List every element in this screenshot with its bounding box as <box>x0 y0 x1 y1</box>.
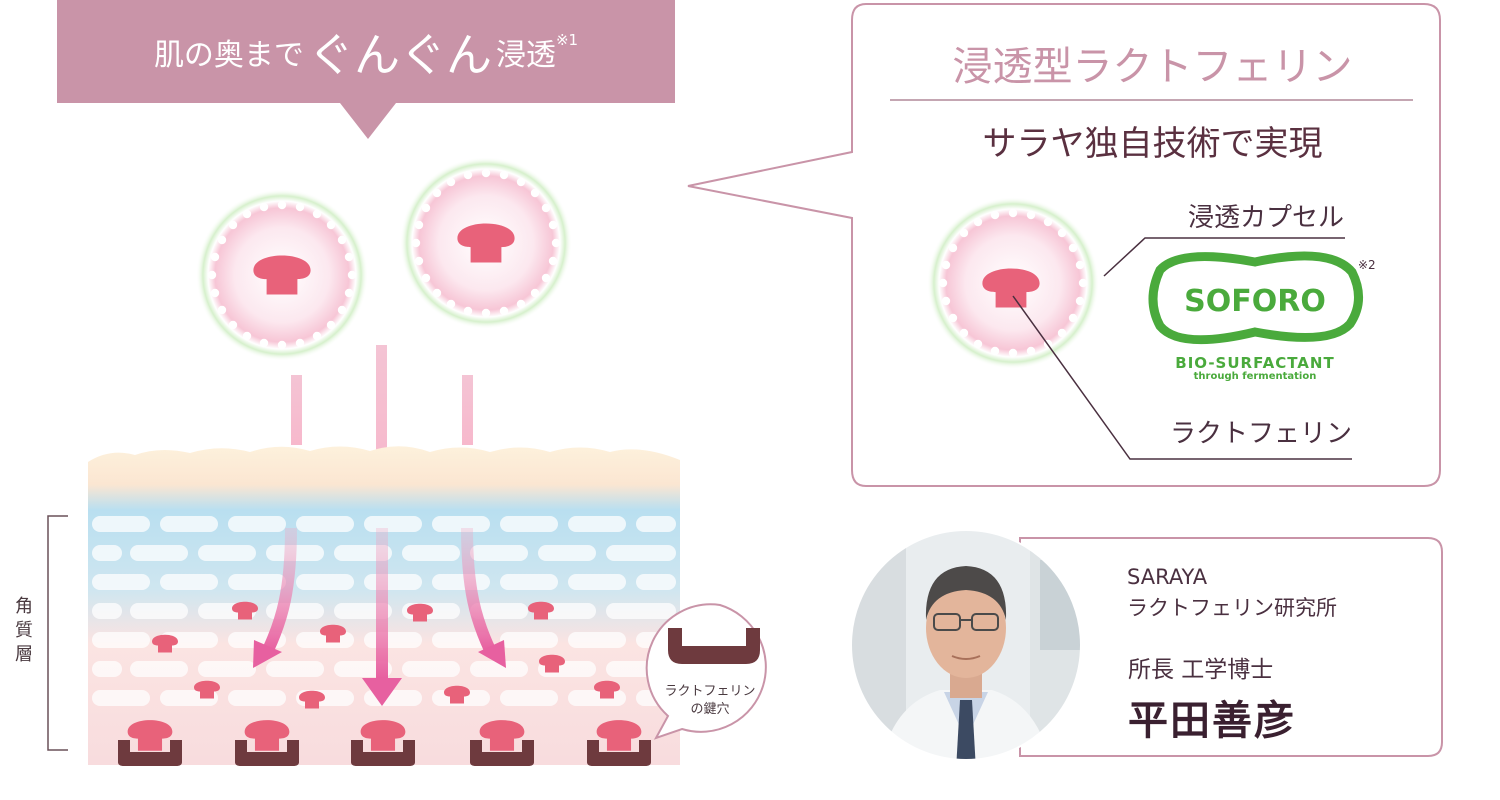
keyhole-callout <box>645 603 767 740</box>
soforo-brand-text: SOFORO <box>1184 284 1326 319</box>
panel-subtitle: サラヤ独自技術で実現 <box>982 124 1323 164</box>
beam-right <box>462 375 473 445</box>
organization: SARAYA ラクトフェリン研究所 <box>1127 562 1337 624</box>
keyhole-label-line2: の鍵穴 <box>690 702 730 717</box>
keyholes <box>118 720 651 766</box>
soforo-subtagline: through fermentation <box>1193 371 1317 382</box>
headline-suffix: 浸透 <box>495 37 556 73</box>
person-role: 所長 工学博士 <box>1128 657 1274 683</box>
soforo-logo: SOFORO <box>1148 251 1363 345</box>
headline-banner: 肌の奥まで ぐんぐん 浸透 ※1 <box>57 0 675 103</box>
headline-prefix: 肌の奥まで <box>153 37 304 73</box>
keyhole-label-line1: ラクトフェリン <box>664 684 756 699</box>
skin-bracket <box>47 515 68 751</box>
beam-center <box>376 345 387 470</box>
stratum-corneum-label: 角質層 <box>15 596 33 665</box>
soforo-tagline: BIO-SURFACTANT <box>1175 354 1335 372</box>
logo-footnote-mark: ※2 <box>1358 258 1376 272</box>
headline-footnote-mark: ※1 <box>555 30 579 49</box>
lactoferrin-label: ラクトフェリン <box>1169 419 1352 449</box>
penetration-arrows <box>253 527 506 706</box>
beam-left <box>291 375 302 445</box>
keyhole-label: ラクトフェリン の鍵穴 <box>655 683 765 719</box>
capsule-diagram <box>927 197 1099 369</box>
capsule-left <box>196 189 368 361</box>
headline-emphasis: ぐんぐん <box>307 27 492 82</box>
capsule-label: 浸透カプセル <box>1187 203 1344 233</box>
capsule-right <box>400 157 572 329</box>
lab-name: ラクトフェリン研究所 <box>1127 596 1337 620</box>
panel-title: 浸透型ラクトフェリン <box>952 44 1353 90</box>
person-card-frame <box>1019 537 1443 757</box>
banner-pointer <box>340 103 396 139</box>
capsule-leader-line <box>1103 237 1345 277</box>
lactoferrin-leader-line <box>1012 295 1352 460</box>
company-name: SARAYA <box>1127 565 1208 589</box>
person-name: 平田善彦 <box>1128 698 1296 744</box>
